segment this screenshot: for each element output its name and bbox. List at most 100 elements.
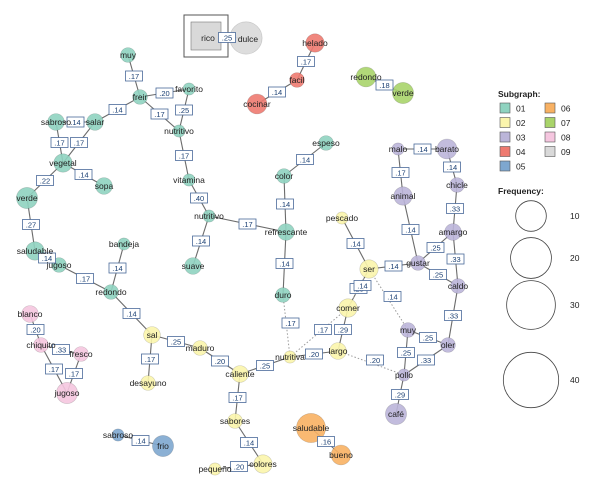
svg-text:.17: .17 [395,169,405,178]
node-sabores[interactable] [227,413,243,429]
svg-text:.17: .17 [74,139,84,148]
node-redondo1[interactable] [103,284,119,300]
node-bandeja[interactable] [117,237,131,251]
node-comer[interactable] [338,298,358,318]
node-cocinar[interactable] [246,93,268,115]
node-barato[interactable] [436,138,458,160]
node-label-gustar: gustar [406,258,430,268]
svg-text:05: 05 [516,162,526,172]
node-saludable2[interactable] [296,413,326,443]
node-pequeno[interactable] [208,462,222,476]
node-nutritivo1[interactable] [172,124,186,138]
svg-text:30: 30 [570,300,580,310]
node-salar[interactable] [86,113,104,131]
node-pollo[interactable] [397,368,411,382]
node-facil[interactable] [289,72,305,88]
node-label-nutritiva: nutritiva [275,352,305,362]
edge-weight-muy1-freir: .17 [125,70,143,82]
svg-text:.20: .20 [159,89,169,98]
svg-text:.29: .29 [338,326,348,335]
edge-weight-barato-chicle: .14 [443,161,461,173]
edge-weight-rico-dulce: .25 [218,32,236,43]
node-pescado[interactable] [335,211,349,225]
node-muy2[interactable] [400,322,416,338]
svg-text:.14: .14 [405,226,415,235]
node-label-desayuno: desayuno [130,378,167,388]
node-label-cocinar: cocinar [243,99,271,109]
node-blanco[interactable] [21,305,39,323]
node-desayuno[interactable] [140,375,156,391]
edge-weight-chiquito-fresco: .33 [52,344,70,355]
node-nutritiva[interactable] [283,350,297,364]
node-frio[interactable] [152,435,174,457]
node-espeso[interactable] [318,135,334,151]
svg-text:.33: .33 [450,205,460,214]
svg-text:.17: .17 [145,355,155,364]
edge-weight-blanco-chiquito: .20 [26,324,45,335]
edge-weight-layer: .25.17.14.18.17.20.25.17.14.14.17.17.14.… [22,32,465,472]
node-color[interactable] [276,168,292,184]
node-label-duro: duro [274,290,291,300]
node-label-fresco: fresco [69,349,92,359]
node-refrescante[interactable] [277,223,295,241]
node-label-ser: ser [363,264,375,274]
svg-text:04: 04 [516,147,526,157]
node-sabroso2[interactable] [111,428,125,442]
edge-weight-comer-largo: .29 [334,324,352,335]
svg-text:.14: .14 [417,145,427,154]
node-freir[interactable] [132,89,148,105]
node-ser[interactable] [359,259,379,279]
node-favorito[interactable] [182,82,196,96]
node-caliente[interactable] [231,365,249,383]
node-animal[interactable] [393,186,413,206]
node-gustar[interactable] [410,255,426,271]
node-jugoso2[interactable] [56,382,78,404]
node-maduro[interactable] [192,340,208,356]
edge-weight-nutritivo2-refrescante: .17 [238,218,257,230]
legend-subgraph-09: 09 [544,146,571,157]
node-largo[interactable] [329,342,347,360]
svg-text:.14: .14 [112,264,122,273]
node-vegetal[interactable] [53,153,73,173]
edge-weight-facil-cocinar: .14 [268,86,286,98]
node-verde1[interactable] [16,187,38,209]
node-nutritivo2[interactable] [202,209,216,223]
node-sal[interactable] [143,326,161,344]
node-label-facil: facil [289,75,304,85]
svg-text:.25: .25 [401,349,411,358]
node-verde2[interactable] [392,82,414,104]
node-suave[interactable] [184,257,202,275]
svg-text:.29: .29 [395,391,405,400]
node-bueno[interactable] [330,444,352,466]
node-colores[interactable] [253,454,273,474]
node-helado[interactable] [305,33,325,53]
node-oler[interactable] [440,337,456,353]
node-sabroso[interactable] [47,113,65,131]
node-amargo[interactable] [444,223,462,241]
node-vitamina[interactable] [182,173,196,187]
node-label-bueno: bueno [329,450,353,460]
node-cafe[interactable] [385,403,407,425]
node-label-refrescante: refrescante [265,227,308,237]
svg-text:01: 01 [516,104,526,114]
node-chiquito[interactable] [33,337,49,353]
legend-frequency-title: Frequency: [498,186,544,196]
node-caldo[interactable] [450,278,466,294]
svg-text:.17: .17 [69,370,79,379]
node-redondo2[interactable] [355,66,377,88]
svg-text:20: 20 [570,253,580,263]
node-fresco[interactable] [73,346,89,362]
node-label-saludable1: saludable [17,246,54,256]
svg-text:.33: .33 [448,312,458,321]
node-chicle[interactable] [449,177,465,193]
node-label-largo: largo [329,346,348,356]
edge-weight-caldo-oler: .33 [444,310,462,321]
edge-weight-freir-favorito: .20 [155,87,174,99]
node-duro[interactable] [275,287,291,303]
node-malo[interactable] [391,142,405,156]
edge-weight-sabroso2-frio: .14 [131,435,150,446]
node-muy1[interactable] [120,47,136,63]
node-label-sabroso: sabroso [41,117,72,127]
node-sopa[interactable] [95,177,113,195]
svg-text:.22: .22 [40,177,50,186]
